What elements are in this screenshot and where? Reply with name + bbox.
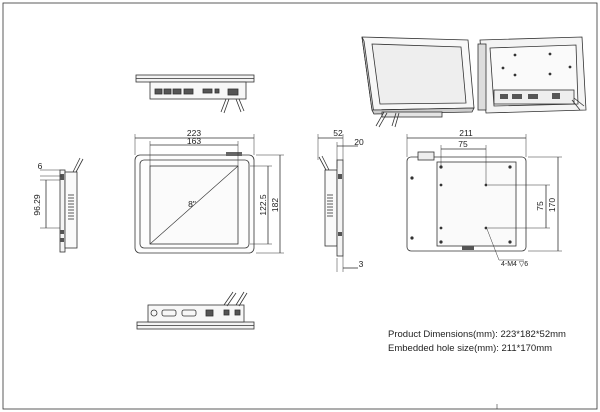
- bottom-view: [136, 291, 255, 330]
- dim-side-bezel: 20: [354, 137, 364, 147]
- front-view: [134, 134, 284, 254]
- dim-top-width: 223: [187, 128, 201, 138]
- product-dimensions-caption: Product Dimensions(mm): 223*182*52mm: [388, 329, 566, 340]
- dim-inner-height: 122.5: [258, 194, 268, 216]
- dim-left-height: 96.29: [32, 194, 42, 216]
- dim-left-top: 6: [38, 161, 43, 171]
- left-side-view: [40, 157, 84, 253]
- cutout-view: [406, 134, 562, 261]
- dim-screen-size: 8": [188, 199, 196, 209]
- dim-outer-height: 182: [270, 198, 280, 212]
- dim-side-depth: 52: [333, 128, 343, 138]
- embedded-hole-caption: Embedded hole size(mm): 211*170mm: [388, 343, 553, 354]
- dim-inner-width: 163: [187, 136, 201, 146]
- dim-cutout-width: 211: [459, 128, 473, 138]
- isometric-back-view: [477, 36, 587, 114]
- dim-cutout-height: 170: [547, 198, 557, 212]
- isometric-front-view: [361, 36, 475, 128]
- dim-side-thickness: 3: [359, 259, 364, 269]
- dim-cutout-hole-y: 75: [535, 201, 545, 211]
- dim-screw-spec: 4-M4 ▽6: [501, 261, 528, 268]
- dim-cutout-hole-x: 75: [458, 139, 468, 149]
- top-view: [135, 74, 255, 114]
- right-side-view: [317, 134, 358, 272]
